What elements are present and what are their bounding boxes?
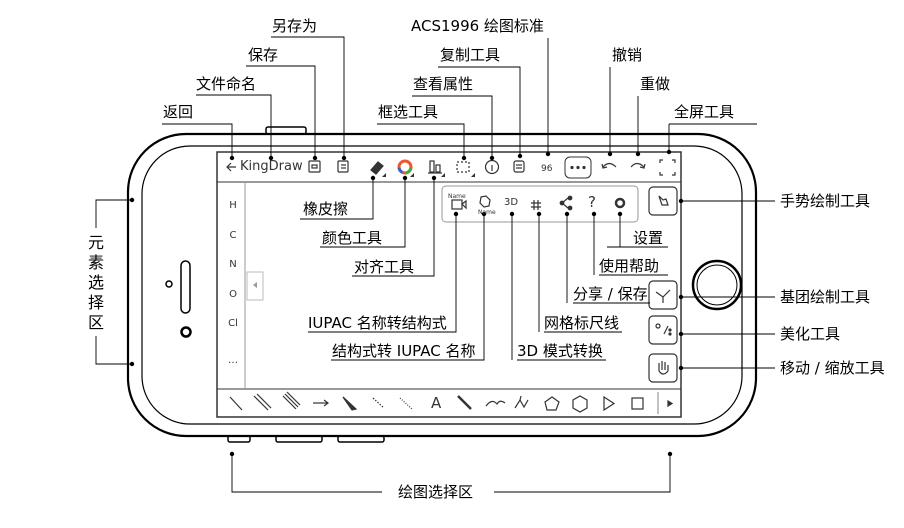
app-title: KingDraw — [240, 159, 303, 174]
label-fullscreen: 全屏工具 — [674, 103, 735, 121]
name-label-top: Name — [448, 193, 466, 200]
label-settings: 设置 — [633, 229, 664, 247]
label-gesture-tool: 手势绘制工具 — [780, 192, 871, 210]
label-beautify-tool: 美化工具 — [780, 325, 841, 343]
label-acs-standard: ACS1996 绘图标准 — [411, 17, 544, 35]
count-badge[interactable]: 96 — [541, 164, 553, 174]
collapse-chevron-icon[interactable] — [253, 282, 257, 288]
app-screen — [216, 151, 682, 418]
bottom-toolbar-icons[interactable] — [229, 391, 674, 414]
mode-3d-button[interactable]: 3D — [504, 197, 519, 208]
callout-lines — [95, 36, 775, 493]
right-panel-icons[interactable] — [648, 186, 678, 383]
label-redo: 重做 — [640, 75, 671, 93]
name-label-bottom: Name — [478, 209, 496, 216]
label-grid-ruler: 网格标尺线 — [544, 314, 620, 332]
atom-cl[interactable]: Cl — [228, 318, 238, 329]
label-help: 使用帮助 — [599, 257, 660, 275]
label-share-save: 分享 / 保存 — [573, 285, 648, 303]
popup-icons[interactable] — [451, 195, 626, 211]
label-view-properties: 查看属性 — [413, 75, 474, 93]
label-align-tool: 对齐工具 — [354, 258, 415, 276]
label-iupac-to-structure: IUPAC 名称转结构式 — [308, 314, 447, 332]
label-move-zoom: 移动 / 缩放工具 — [780, 359, 885, 377]
label-eraser: 橡皮擦 — [303, 200, 349, 218]
atom-n[interactable]: N — [229, 259, 237, 270]
label-file-name: 文件命名 — [196, 75, 257, 93]
atom-o[interactable]: O — [229, 289, 237, 300]
label-element-area: 元素选择区 — [87, 233, 104, 332]
label-structure-to-iupac: 结构式转 IUPAC 名称 — [332, 342, 476, 360]
top-toolbar-icons[interactable] — [226, 159, 676, 176]
atom-more[interactable]: … — [228, 355, 238, 366]
atom-c[interactable]: C — [229, 230, 237, 241]
label-group-tool: 基团绘制工具 — [780, 288, 871, 306]
phone-body — [126, 126, 758, 443]
label-back: 返回 — [163, 103, 194, 121]
atom-h[interactable]: H — [229, 200, 237, 211]
label-marquee-tool: 框选工具 — [378, 103, 439, 121]
label-save-as: 另存为 — [272, 17, 318, 35]
callout-dots — [129, 149, 684, 457]
label-undo: 撤销 — [612, 46, 643, 64]
label-copy-tool: 复制工具 — [440, 46, 501, 64]
help-icon[interactable]: ? — [588, 193, 596, 211]
label-save: 保存 — [248, 46, 279, 64]
label-color-tool: 颜色工具 — [322, 229, 383, 247]
text-tool[interactable]: A — [431, 394, 442, 412]
label-3d-mode: 3D 模式转换 — [517, 342, 603, 360]
label-draw-area: 绘图选择区 — [398, 483, 474, 501]
